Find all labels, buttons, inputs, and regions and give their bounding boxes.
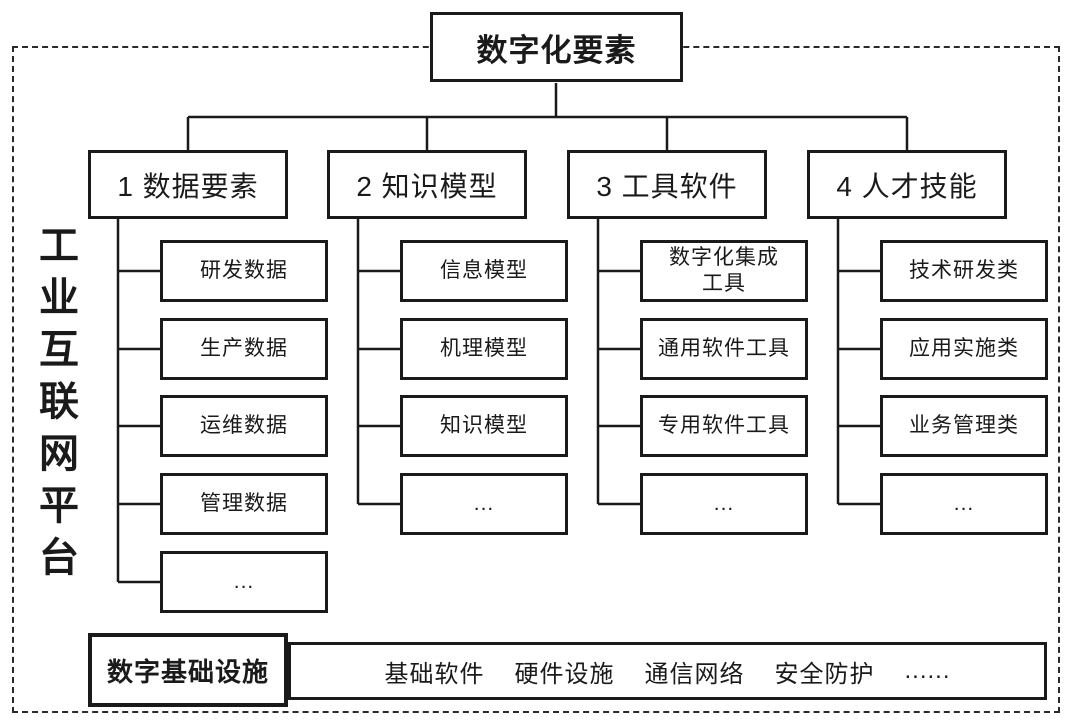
infra-item-ellipsis: ...... xyxy=(904,657,951,684)
leaf-node-ellipsis: ... xyxy=(880,473,1048,535)
infrastructure-items-bar: 基础软件 硬件设施 通信网络 安全防护 ...... xyxy=(288,642,1047,700)
leaf-node: 研发数据 xyxy=(160,240,328,302)
branch-node-talent-skills: 4 人才技能 xyxy=(807,150,1007,219)
leaf-node: 信息模型 xyxy=(400,240,568,302)
infrastructure-title-box: 数字基础设施 xyxy=(88,633,288,707)
leaf-node: 技术研发类 xyxy=(880,240,1048,302)
leaf-node: 专用软件工具 xyxy=(640,395,808,457)
infra-item: 通信网络 xyxy=(644,660,745,688)
infra-item: 安全防护 xyxy=(774,660,875,688)
branch-node-data-elements: 1 数据要素 xyxy=(88,150,288,219)
leaf-node: 运维数据 xyxy=(160,395,328,457)
leaf-node: 数字化集成 工具 xyxy=(640,240,808,302)
infra-item: 基础软件 xyxy=(384,660,485,688)
branch-node-knowledge-models: 2 知识模型 xyxy=(327,150,527,219)
leaf-node-ellipsis: ... xyxy=(160,551,328,613)
leaf-node: 应用实施类 xyxy=(880,318,1048,380)
leaf-node-ellipsis: ... xyxy=(640,473,808,535)
branch-node-tool-software: 3 工具软件 xyxy=(567,150,767,219)
leaf-node-ellipsis: ... xyxy=(400,473,568,535)
leaf-node: 管理数据 xyxy=(160,473,328,535)
leaf-node: 知识模型 xyxy=(400,395,568,457)
platform-label: 工业互联网平台 xyxy=(33,224,77,588)
leaf-node: 业务管理类 xyxy=(880,395,1048,457)
infra-item: 硬件设施 xyxy=(514,660,615,688)
leaf-node: 通用软件工具 xyxy=(640,318,808,380)
leaf-node: 生产数据 xyxy=(160,318,328,380)
leaf-node: 机理模型 xyxy=(400,318,568,380)
root-node: 数字化要素 xyxy=(430,12,683,82)
